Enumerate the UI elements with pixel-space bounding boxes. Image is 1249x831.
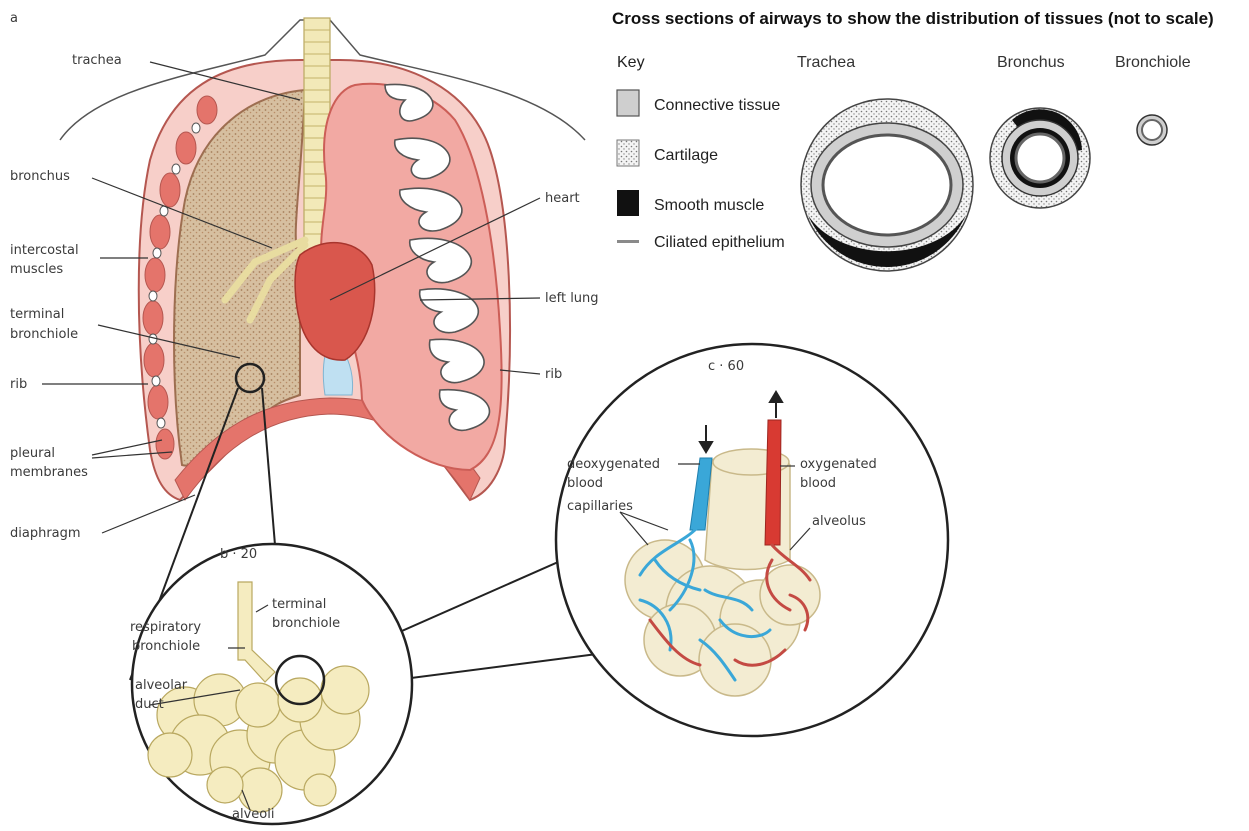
swatch-cartilage xyxy=(617,140,639,166)
cross-sections: Cross sections of airways to show the di… xyxy=(612,9,1214,271)
label-terminal-2: bronchiole xyxy=(10,327,78,342)
column-bronchiole: Bronchiole xyxy=(1115,54,1191,71)
label-trachea: trachea xyxy=(72,53,122,68)
label-c-capillaries: capillaries xyxy=(567,499,633,514)
key-ciliated-epithelium: Ciliated epithelium xyxy=(654,234,785,251)
label-c-alveolus: alveolus xyxy=(812,514,866,529)
label-b-terminal-2: bronchiole xyxy=(272,616,340,631)
panel-b-caption: b · 20 xyxy=(220,547,257,562)
swatch-ciliated-epithelium xyxy=(617,240,639,243)
key-heading: Key xyxy=(617,54,645,71)
label-b-alveolar-1: alveolar xyxy=(135,678,188,693)
label-c-deoxy-1: deoxygenated xyxy=(567,457,660,472)
label-pleural-2: membranes xyxy=(10,465,88,480)
trachea-cross-section xyxy=(801,99,973,271)
label-diaphragm: diaphragm xyxy=(10,526,81,541)
label-terminal-1: terminal xyxy=(10,307,64,322)
label-bronchus: bronchus xyxy=(10,169,70,184)
column-bronchus: Bronchus xyxy=(997,54,1065,71)
bronchiole-cross-section xyxy=(1137,115,1167,145)
thorax-illustration: a xyxy=(10,11,599,541)
oxygenated-vessel xyxy=(765,420,781,545)
label-b-terminal-1: terminal xyxy=(272,597,326,612)
panel-a-letter: a xyxy=(10,11,18,26)
label-rib-left: rib xyxy=(10,377,27,392)
panel-c-caption: c · 60 xyxy=(708,359,744,374)
bronchus-cross-section xyxy=(990,108,1090,208)
swatch-smooth-muscle xyxy=(617,190,639,216)
label-intercostal-2: muscles xyxy=(10,262,63,277)
label-b-alveoli: alveoli xyxy=(232,807,274,822)
swatch-connective-tissue xyxy=(617,90,639,116)
key-cartilage: Cartilage xyxy=(654,147,718,164)
label-b-respiratory-2: bronchiole xyxy=(132,639,200,654)
label-c-oxy-2: blood xyxy=(800,476,836,491)
label-heart: heart xyxy=(545,191,580,206)
label-left-lung: left lung xyxy=(545,291,599,306)
key-smooth-muscle: Smooth muscle xyxy=(654,197,764,214)
panel-c-zoom: c · 60 deoxyge xyxy=(556,344,948,736)
key-connective-tissue: Connective tissue xyxy=(654,97,780,114)
label-pleural-1: pleural xyxy=(10,446,55,461)
cross-sections-title: Cross sections of airways to show the di… xyxy=(612,9,1214,28)
column-trachea: Trachea xyxy=(797,54,855,71)
label-b-alveolar-2: duct xyxy=(135,697,164,712)
panel-b-zoom: b · 20 terminal bronchiole respiratory b… xyxy=(130,544,412,824)
label-rib-right: rib xyxy=(545,367,562,382)
label-intercostal-1: intercostal xyxy=(10,243,79,258)
label-b-respiratory-1: respiratory xyxy=(130,620,201,635)
label-c-deoxy-2: blood xyxy=(567,476,603,491)
label-c-oxy-1: oxygenated xyxy=(800,457,877,472)
